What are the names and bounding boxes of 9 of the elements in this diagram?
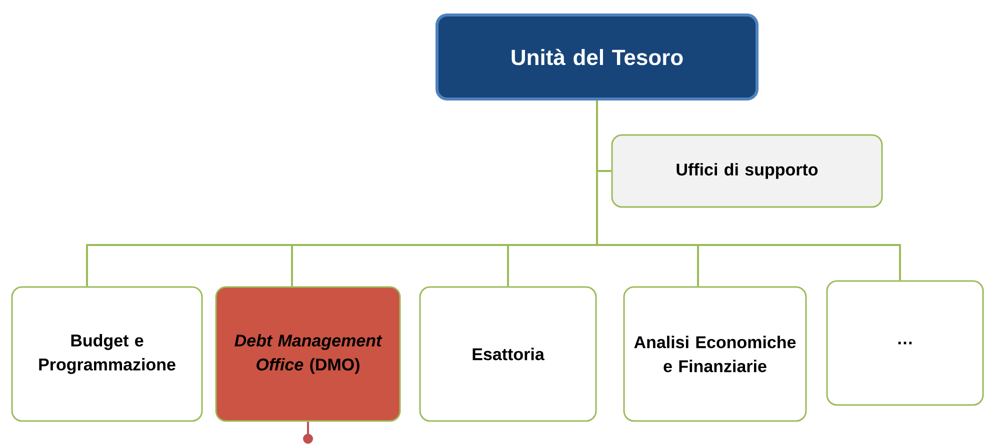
department-box: Analisi Economiche e Finanziarie (623, 286, 807, 422)
support-box: Uffici di supporto (611, 134, 883, 208)
connector (303, 422, 313, 444)
department-box: Budget e Programmazione (11, 286, 203, 422)
unit-box: Unità del Tesoro (436, 14, 758, 100)
department-box: … (826, 280, 984, 406)
department-box: Esattoria (419, 286, 597, 422)
department-box: Debt Management Office (DMO) (215, 286, 401, 422)
connector (596, 100, 901, 280)
